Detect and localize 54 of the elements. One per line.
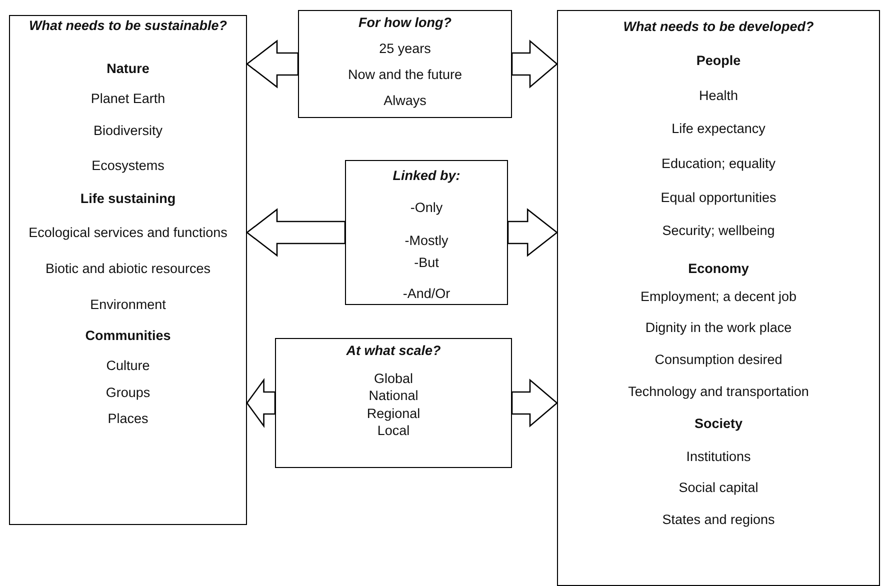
list-item: -Mostly: [404, 234, 450, 248]
heading: For how long?: [358, 16, 452, 30]
text-box: [557, 10, 880, 586]
heading: What needs to be developed?: [622, 20, 815, 34]
text-box: [345, 160, 508, 305]
list-item: Life expectancy: [670, 122, 766, 136]
list-item: -And/Or: [402, 287, 452, 301]
list-item: Now and the future: [346, 68, 464, 82]
list-item: 25 years: [378, 42, 432, 56]
category-heading: Society: [693, 417, 744, 431]
text-box: [275, 338, 512, 468]
list-item: Culture: [105, 359, 151, 373]
list-item: Consumption desired: [654, 353, 784, 367]
list-item: Global: [372, 372, 414, 386]
list-item: Technology and transportation: [627, 385, 810, 399]
list-item: Employment; a decent job: [639, 290, 798, 304]
list-item: Education; equality: [660, 157, 777, 171]
heading: At what scale?: [345, 344, 442, 358]
list-item: Always: [382, 94, 428, 108]
list-item: Biodiversity: [92, 124, 164, 138]
block-arrow: [507, 208, 558, 257]
block-arrow: [246, 208, 346, 257]
list-item: States and regions: [661, 513, 776, 527]
list-item: Social capital: [678, 481, 760, 495]
list-item: Equal opportunities: [660, 191, 778, 205]
list-item: Regional: [366, 407, 422, 421]
text-box: [298, 10, 512, 118]
heading: Linked by:: [392, 169, 462, 183]
category-heading: Economy: [687, 262, 750, 276]
list-item: -Only: [409, 201, 444, 215]
category-heading: Nature: [106, 62, 150, 76]
list-item: Ecosystems: [90, 159, 166, 173]
block-arrow: [511, 378, 558, 428]
heading: What needs to be sustainable?: [28, 19, 228, 33]
list-item: -But: [413, 256, 440, 270]
list-item: Health: [698, 89, 740, 103]
list-item: Planet Earth: [90, 92, 166, 106]
list-item: Ecological services and functions: [28, 226, 228, 240]
block-arrow: [511, 40, 558, 88]
list-item: Security; wellbeing: [661, 224, 776, 238]
list-item: Dignity in the work place: [644, 321, 793, 335]
category-heading: Life sustaining: [79, 192, 177, 206]
category-heading: People: [695, 54, 742, 68]
text-box: [9, 15, 247, 525]
category-heading: Communities: [84, 329, 172, 343]
block-arrow: [246, 40, 299, 88]
list-item: Biotic and abiotic resources: [44, 262, 212, 276]
list-item: National: [368, 389, 420, 403]
list-item: Local: [376, 424, 411, 438]
list-item: Places: [106, 412, 150, 426]
list-item: Groups: [104, 386, 152, 400]
block-arrow: [246, 378, 276, 428]
list-item: Institutions: [685, 450, 752, 464]
list-item: Environment: [89, 298, 167, 312]
